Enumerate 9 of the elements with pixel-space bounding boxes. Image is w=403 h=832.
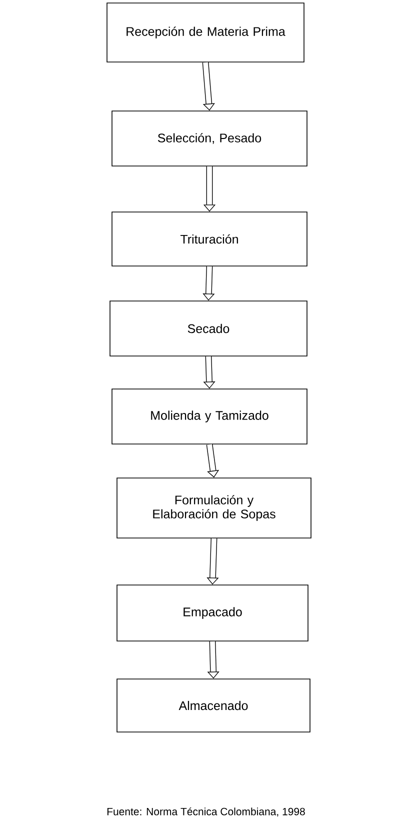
process-box: Selección, Pesado [112, 110, 308, 166]
process-box: Empacado [116, 584, 308, 642]
process-box: Recepción de Materia Prima [106, 2, 304, 62]
source-caption: Fuente: Norma Técnica Colombiana, 1998 [107, 807, 305, 817]
process-box: Formulación y Elaboración de Sopas [116, 478, 312, 538]
process-box: Molienda y Tamizado [112, 388, 308, 444]
process-box: Almacenado [116, 678, 310, 732]
process-box: Trituración [112, 212, 308, 266]
process-box: Secado [110, 300, 308, 356]
